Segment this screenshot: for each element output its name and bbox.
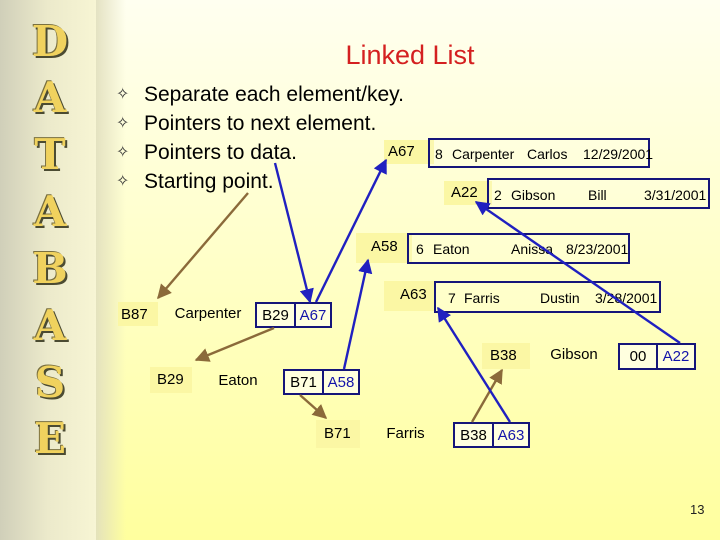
slide-title: Linked List — [345, 40, 475, 70]
arrow-b29-to-b71 — [299, 394, 328, 419]
data-record-a67: 8 Carpenter Carlos 12/29/2001 — [428, 138, 654, 168]
sidebar-letter-t: T — [34, 130, 66, 179]
node-address-b38: B38 — [490, 347, 517, 364]
arrow-b87-to-a67 — [314, 158, 388, 303]
node-key-b87: Carpenter — [174, 305, 242, 322]
node-address-b87: B87 — [121, 306, 148, 323]
bullet-list: ✧ Separate each element/key. ✧ Pointers to… — [116, 82, 404, 198]
bullet-text: Pointers to data. — [144, 141, 297, 164]
record-last-name: Eaton — [433, 241, 470, 257]
sidebar-letter-a2: A — [33, 187, 67, 236]
node-data-b29: A58 — [322, 369, 360, 395]
sidebar-letter-s: S — [34, 358, 66, 407]
record-date: 3/31/2001 — [644, 187, 707, 203]
sparkle-bullet-icon: ✧ — [116, 115, 130, 132]
record-last-name: Farris — [464, 290, 500, 306]
arrow-b38-to-a22 — [474, 201, 681, 344]
record-address-a63: A63 — [400, 286, 427, 303]
sparkle-bullet-icon: ✧ — [116, 173, 130, 190]
bullet-item: ✧ Pointers to data. — [116, 140, 404, 169]
node-address-bg — [316, 420, 360, 448]
record-number: 7 — [448, 290, 456, 306]
record-date: 8/23/2001 — [566, 241, 629, 257]
node-address-b71: B71 — [324, 425, 351, 442]
record-address-a58: A58 — [371, 238, 398, 255]
bullet-text: Starting point. — [144, 170, 274, 193]
bullet-text: Separate each element/key. — [144, 83, 404, 106]
arrow-b71-to-a63 — [436, 306, 512, 423]
bullet-item: ✧ Separate each element/key. — [116, 82, 404, 111]
data-record-a63: 7 Farris Dustin 3/28/2001 — [434, 281, 661, 313]
node-next-b71: B38 — [453, 422, 494, 448]
arrow-b29-to-a58 — [342, 258, 373, 370]
node-data-b38: A22 — [656, 343, 696, 370]
arrow-start-to-b87 — [157, 192, 249, 300]
record-address-bg — [356, 233, 412, 263]
sidebar-letter-d: D — [31, 17, 69, 66]
bullet-item: ✧ Pointers to next element. — [116, 111, 404, 140]
bullet-item: ✧ Starting point. — [116, 169, 404, 198]
record-address-a22: A22 — [451, 184, 478, 201]
slide-number: 13 — [690, 502, 705, 517]
record-first-name: Dustin — [540, 290, 580, 306]
node-key-b29: Eaton — [218, 372, 258, 389]
node-address-bg — [482, 343, 530, 369]
record-address-bg — [384, 140, 434, 164]
record-address-bg — [384, 281, 436, 311]
sidebar: D A T A B A S E — [0, 0, 96, 540]
node-key-b38: Gibson — [550, 346, 598, 363]
record-first-name: Carlos — [527, 146, 568, 162]
record-first-name: Bill — [588, 187, 607, 203]
node-address-bg — [150, 367, 192, 393]
arrow-b71-to-b38 — [470, 368, 504, 423]
arrow-b87-to-b29 — [194, 326, 275, 362]
sidebar-letter-a3: A — [33, 301, 67, 350]
sidebar-letter-a: A — [33, 73, 67, 122]
node-data-b71: A63 — [492, 422, 530, 448]
node-address-b29: B29 — [157, 371, 184, 388]
record-number: 6 — [416, 241, 424, 257]
sidebar-letter-b: B — [32, 244, 68, 293]
record-address-bg — [444, 181, 492, 205]
record-number: 8 — [435, 146, 443, 162]
data-record-a22: 2 Gibson Bill 3/31/2001 — [487, 178, 710, 209]
record-date: 12/29/2001 — [583, 146, 654, 162]
node-address-bg — [118, 302, 158, 326]
record-last-name: Carpenter — [452, 146, 515, 162]
node-next-b29: B71 — [283, 369, 324, 395]
arrow-pointers-to-data — [273, 162, 314, 304]
record-last-name: Gibson — [511, 187, 556, 203]
sparkle-bullet-icon: ✧ — [116, 144, 130, 161]
node-key-b71: Farris — [386, 425, 425, 442]
sidebar-edge — [96, 0, 126, 540]
bullet-text: Pointers to next element. — [144, 112, 377, 135]
record-first-name: Anissa — [511, 241, 554, 257]
sparkle-bullet-icon: ✧ — [116, 86, 130, 103]
sidebar-letter-e: E — [33, 414, 66, 463]
data-record-a58: 6 Eaton Anissa 8/23/2001 — [407, 233, 630, 264]
record-number: 2 — [494, 187, 502, 203]
record-address-a67: A67 — [388, 143, 415, 160]
